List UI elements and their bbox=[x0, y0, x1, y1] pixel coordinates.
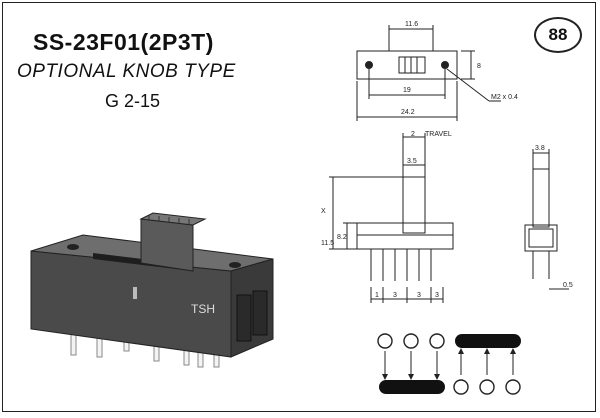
switching-schematic bbox=[377, 333, 521, 395]
switch-photo: TSH bbox=[30, 212, 274, 368]
terminal-top-2 bbox=[403, 333, 419, 349]
terminal-top-3 bbox=[429, 333, 445, 349]
spec-sheet: SS-23F01(2P3T) OPTIONAL KNOB TYPE G 2-15… bbox=[2, 2, 596, 412]
dim-body-inner: 8.2 bbox=[337, 234, 347, 241]
top-view-drawing: 11.6 19 24.2 8 M2 x 0.4 bbox=[356, 21, 518, 121]
dim-overall-height: X bbox=[321, 208, 326, 215]
travel-label: TRAVEL bbox=[425, 131, 452, 138]
side-view-drawing: 3.8 0.5 bbox=[524, 145, 573, 290]
option-subtitle: OPTIONAL KNOB TYPE bbox=[17, 61, 236, 82]
dim-body-height: 11.5 bbox=[321, 240, 334, 247]
terminal-bottom-6 bbox=[505, 379, 521, 395]
model-title: SS-23F01(2P3T) bbox=[33, 29, 214, 55]
travel-value: 2 bbox=[411, 131, 415, 138]
contact-bar-top bbox=[455, 334, 521, 348]
dim-total-width: 24.2 bbox=[401, 109, 415, 116]
terminal-bottom-5 bbox=[479, 379, 495, 395]
pin-pitch-1: 1 bbox=[375, 292, 379, 299]
dim-hole-pitch: 19 bbox=[403, 87, 411, 94]
series-code: G 2-15 bbox=[105, 91, 161, 111]
pin-pitch-3: 3 bbox=[417, 292, 421, 299]
front-view-drawing: TRAVEL 2 3.5 X 11.5 8.2 1 3 3 3 bbox=[321, 131, 454, 303]
pin-pitch-2: 3 bbox=[393, 292, 397, 299]
terminal-bottom-4 bbox=[453, 379, 469, 395]
dim-knob-width: 3.5 bbox=[407, 158, 417, 165]
screw-spec: M2 x 0.4 bbox=[491, 94, 518, 101]
dim-top-height: 8 bbox=[477, 63, 481, 70]
photo-knob bbox=[140, 218, 194, 272]
dim-side-pin: 0.5 bbox=[563, 282, 573, 289]
pin-pitch-4: 3 bbox=[435, 292, 439, 299]
photo-brand-mark: TSH bbox=[191, 302, 215, 316]
page-number: 88 bbox=[548, 25, 568, 44]
dim-side-top: 3.8 bbox=[535, 145, 545, 152]
dim-top-width: 11.6 bbox=[405, 21, 418, 28]
terminal-top-1 bbox=[377, 333, 393, 349]
contact-bar-bottom bbox=[379, 380, 445, 394]
page-number-badge: 88 bbox=[534, 17, 582, 53]
